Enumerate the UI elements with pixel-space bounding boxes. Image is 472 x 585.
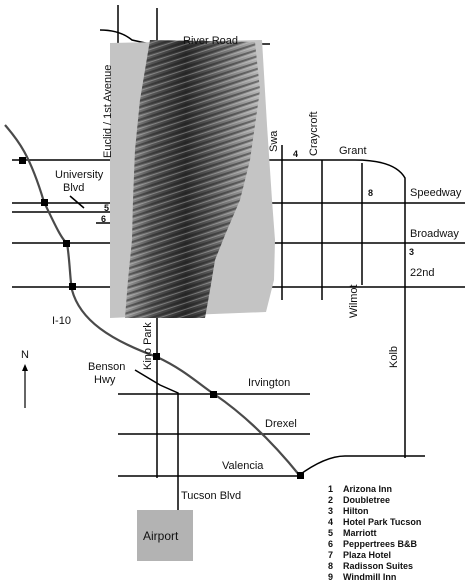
broadway-label: Broadway bbox=[410, 228, 459, 240]
wilmot-label: Wilmot bbox=[348, 284, 360, 318]
university-label: University bbox=[55, 169, 104, 181]
legend-name: Peppertrees B&B bbox=[343, 539, 418, 549]
kolb-label: Kolb bbox=[388, 346, 400, 368]
university-blvd-label: Blvd bbox=[63, 182, 84, 194]
legend-num: 5 bbox=[328, 528, 333, 538]
legend-num: 3 bbox=[328, 506, 333, 516]
i10-label: I-10 bbox=[52, 315, 71, 327]
legend-num: 1 bbox=[328, 484, 333, 494]
airport-label: Airport bbox=[143, 529, 179, 543]
university-pointer bbox=[69, 195, 85, 209]
river-road-label: River Road bbox=[183, 35, 238, 47]
photo-texture bbox=[125, 40, 260, 318]
benson-hwy-line bbox=[134, 369, 179, 478]
north-arrow: N bbox=[21, 349, 29, 408]
river-road-line bbox=[99, 29, 270, 45]
legend-num: 2 bbox=[328, 495, 333, 505]
benson-hwy-label: Hwy bbox=[94, 374, 116, 386]
airport-box bbox=[137, 510, 193, 561]
legend-name: Windmill Inn bbox=[343, 572, 396, 582]
legend-name: Hilton bbox=[343, 506, 369, 516]
grant-label: Grant bbox=[339, 145, 367, 157]
i10-interchange bbox=[297, 472, 304, 479]
benson-label: Benson bbox=[88, 361, 125, 373]
hotel-marker-4: 4 bbox=[293, 149, 298, 159]
legend-num: 6 bbox=[328, 539, 333, 549]
hotel-marker-8: 8 bbox=[368, 188, 373, 198]
aerial-photo bbox=[110, 40, 275, 318]
hotel-marker-6: 6 bbox=[101, 214, 106, 224]
i10-interchange bbox=[153, 353, 160, 360]
i10-interchange bbox=[210, 391, 217, 398]
valencia-line bbox=[118, 455, 425, 477]
craycroft-label: Craycroft bbox=[308, 111, 320, 156]
legend-name: Hotel Park Tucson bbox=[343, 517, 421, 527]
legend-num: 7 bbox=[328, 550, 333, 560]
legend-name: Arizona Inn bbox=[343, 484, 392, 494]
north-arrowhead-icon bbox=[22, 364, 28, 371]
22nd-label: 22nd bbox=[410, 267, 434, 279]
legend-num: 9 bbox=[328, 572, 333, 582]
legend-name: Doubletree bbox=[343, 495, 390, 505]
kino-park-label: Kino Park bbox=[142, 322, 154, 370]
i10-interchange bbox=[41, 199, 48, 206]
hotel-legend: 1 Arizona Inn 2 Doubletree 3 Hilton 4 Ho… bbox=[328, 484, 421, 582]
hotel-marker-3: 3 bbox=[409, 247, 414, 257]
euclid-label: Euclid / 1st Avenue bbox=[102, 65, 114, 158]
legend-name: Marriott bbox=[343, 528, 377, 538]
tucson-blvd-label: Tucson Blvd bbox=[181, 490, 241, 502]
irvington-label: Irvington bbox=[248, 377, 290, 389]
i10-interchange bbox=[69, 283, 76, 290]
north-label: N bbox=[21, 349, 29, 361]
swan-label: Swa bbox=[268, 130, 280, 152]
i10-interchange bbox=[19, 157, 26, 164]
legend-num: 8 bbox=[328, 561, 333, 571]
i10-interchange bbox=[63, 240, 70, 247]
legend-name: Plaza Hotel bbox=[343, 550, 391, 560]
i10-highway bbox=[4, 124, 304, 479]
drexel-label: Drexel bbox=[265, 418, 297, 430]
grant-kolb-line bbox=[12, 159, 406, 458]
speedway-label: Speedway bbox=[410, 187, 462, 199]
legend-num: 4 bbox=[328, 517, 333, 527]
hotel-marker-5: 5 bbox=[104, 203, 109, 213]
valencia-label: Valencia bbox=[222, 460, 264, 472]
airport: Airport bbox=[137, 510, 193, 561]
legend-name: Radisson Suites bbox=[343, 561, 413, 571]
